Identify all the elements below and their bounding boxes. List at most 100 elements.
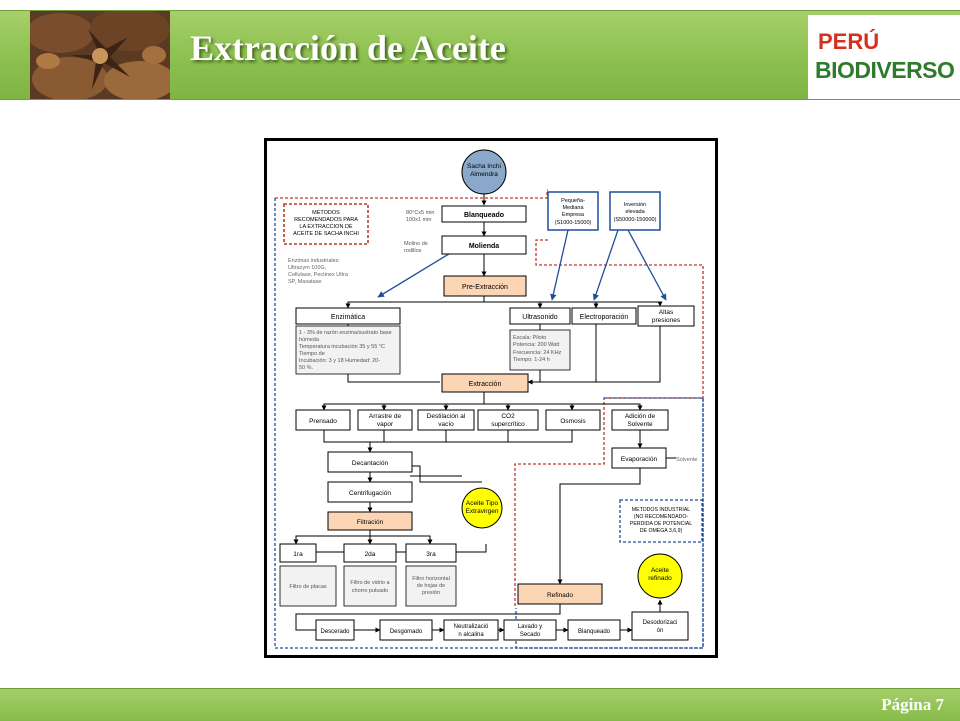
svg-text:Ultrazym 100G,: Ultrazym 100G, — [288, 265, 327, 271]
svg-text:Sacha Inchi: Sacha Inchi — [467, 163, 501, 170]
co2-box: CO2 supercrítico — [477, 409, 539, 431]
svg-text:Arrastre de: Arrastre de — [369, 413, 402, 420]
enzymatic-box: Enzimática — [295, 307, 401, 325]
oil-extraction-flowchart: Sacha Inchi Almendra Aceite Tipo Extravi… — [264, 138, 718, 658]
svg-text:Evaporación: Evaporación — [621, 456, 658, 463]
svg-text:presiones: presiones — [652, 317, 681, 324]
svg-text:presión: presión — [422, 590, 440, 596]
molienda-note-2: rodillos — [404, 248, 422, 254]
deodorization-box: Desodorizaci ón — [631, 611, 689, 641]
svg-text:ACEITE DE SACHA INCHI: ACEITE DE SACHA INCHI — [293, 231, 359, 237]
svg-text:Filtro horizontal: Filtro horizontal — [412, 576, 450, 582]
filter-3-note: Filtro horizontal de hojas de presión — [405, 565, 457, 607]
svg-text:Pre-Extracción: Pre-Extracción — [462, 284, 508, 291]
blanqueado-note: 80°Cx5 min — [406, 210, 435, 216]
refining-box: Refinado — [517, 583, 603, 605]
svg-text:Desgomado: Desgomado — [390, 629, 423, 635]
svg-text:Frecuencia: 24 KHz: Frecuencia: 24 KHz — [513, 350, 562, 356]
recommended-methods-note: METODOS RECOMENDADOS PARA LA EXTRACCION … — [283, 203, 369, 245]
pre-extraction-box: Pre-Extracción — [443, 275, 527, 297]
svg-text:Electroporación: Electroporación — [580, 314, 629, 321]
svg-text:Tiempo de: Tiempo de — [299, 351, 325, 357]
blanqueado-note-2: 100x1 min — [406, 217, 431, 223]
svg-text:elevada: elevada — [625, 209, 645, 215]
industrial-region — [274, 198, 704, 649]
svg-text:vapor: vapor — [377, 421, 394, 428]
svg-text:METODOS INDUSTRIAL: METODOS INDUSTRIAL — [632, 507, 691, 513]
svg-text:Destilación al: Destilación al — [427, 413, 466, 420]
svg-text:Aceite Tipo: Aceite Tipo — [466, 500, 499, 507]
high-investment-box: Inversión elevada (S50000-150000) — [609, 191, 661, 231]
svg-text:Tiempo: 1-24 h: Tiempo: 1-24 h — [513, 357, 550, 363]
svg-text:Descerado: Descerado — [320, 629, 350, 635]
high-pressure-box: Altas presiones — [637, 305, 695, 327]
dewaxing-box: Descerado — [315, 619, 355, 641]
svg-text:supercrítico: supercrítico — [491, 421, 525, 428]
svg-text:Neutralizació: Neutralizació — [454, 624, 489, 630]
header-banner: Extracción de Aceite PERÚ BIODIVERSO — [0, 10, 960, 100]
start-node: Sacha Inchi Almendra — [461, 149, 507, 195]
extra-virgin-oil-node: Aceite Tipo Extravirgen — [461, 487, 503, 529]
centrifugation-box: Centrifugación — [327, 481, 413, 503]
svg-text:ón: ón — [657, 628, 664, 634]
svg-text:Extracción: Extracción — [469, 381, 502, 388]
flow-lines — [293, 186, 676, 633]
peru-biodiverso-logo: PERÚ BIODIVERSO — [808, 15, 960, 99]
svg-text:Potencia: 200 Watt: Potencia: 200 Watt — [513, 342, 560, 348]
svg-text:PERDIDA DE POTENCIAL: PERDIDA DE POTENCIAL — [630, 521, 692, 527]
pressing-box: Prensado — [295, 409, 351, 431]
page-number: Página 7 — [881, 695, 944, 714]
svg-text:Inversión: Inversión — [624, 202, 646, 208]
svg-text:DE OMEGA 3,6,9): DE OMEGA 3,6,9) — [640, 528, 683, 534]
degumming-box: Desgomado — [379, 619, 433, 641]
svg-text:Incubación: 3 y 18 Humedad: 20: Incubación: 3 y 18 Humedad: 20- — [299, 358, 380, 364]
svg-text:(S50000-150000): (S50000-150000) — [614, 217, 657, 223]
vacuum-distillation-box: Destilación al vacío — [417, 409, 475, 431]
industrial-methods-note: METODOS INDUSTRIAL (NO RECOMENDADO- PERD… — [619, 499, 703, 543]
svg-text:Desodorizaci: Desodorizaci — [643, 620, 678, 626]
svg-text:de hojas de: de hojas de — [417, 583, 445, 589]
svg-text:n alcalina: n alcalina — [458, 632, 484, 638]
svg-text:Escala: Piloto: Escala: Piloto — [513, 335, 546, 341]
logo-text-peru: PERÚ — [818, 29, 880, 54]
svg-text:Enzimática: Enzimática — [331, 314, 365, 321]
svg-text:Extravirgen: Extravirgen — [466, 508, 499, 515]
svg-text:Osmosis: Osmosis — [560, 418, 586, 425]
blanqueado-box: Blanqueado — [441, 205, 527, 223]
filter-3-box: 3ra — [405, 543, 457, 563]
filtration-box: Filtración — [327, 511, 413, 531]
industrial-region-inner — [515, 397, 704, 649]
svg-text:1 - 3% de razón enzima/sustrat: 1 - 3% de razón enzima/sustrato base — [299, 330, 392, 336]
svg-text:Decantación: Decantación — [352, 460, 389, 467]
svg-text:Filtración: Filtración — [357, 519, 384, 526]
svg-text:Aceite: Aceite — [651, 567, 669, 574]
svg-text:Secado: Secado — [520, 632, 541, 638]
footer-bar: Página 7 — [0, 688, 960, 721]
svg-text:METODOS: METODOS — [312, 210, 340, 216]
svg-text:(S1000-15000): (S1000-15000) — [555, 220, 592, 226]
svg-text:Cellulase, Pectinex Ultra: Cellulase, Pectinex Ultra — [288, 272, 349, 278]
solvent-label: Solvente — [676, 457, 697, 463]
svg-text:Empresa: Empresa — [562, 212, 585, 218]
svg-text:Molienda: Molienda — [469, 243, 499, 250]
neutralization-box: Neutralizació n alcalina — [443, 619, 499, 641]
svg-text:RECOMENDADOS PARA: RECOMENDADOS PARA — [294, 217, 358, 223]
svg-text:Refinado: Refinado — [547, 592, 573, 599]
svg-text:Filtro de placas: Filtro de placas — [289, 584, 327, 590]
svg-text:3ra: 3ra — [426, 551, 436, 558]
evaporation-box: Evaporación — [611, 447, 667, 469]
svg-text:Pequeña-: Pequeña- — [561, 198, 585, 204]
svg-text:CO2: CO2 — [501, 413, 515, 420]
logo-text-biodiverso: BIODIVERSO — [815, 57, 955, 83]
svg-text:Solvente: Solvente — [627, 421, 653, 428]
svg-text:LA EXTRACCION DE: LA EXTRACCION DE — [299, 224, 353, 230]
svg-text:SP, Maxatase: SP, Maxatase — [288, 279, 322, 285]
svg-text:2da: 2da — [365, 551, 376, 558]
molienda-box: Molienda — [441, 235, 527, 255]
svg-text:Blanqueado: Blanqueado — [578, 629, 611, 635]
filter-2-box: 2da — [343, 543, 397, 563]
enzymatic-note: 1 - 3% de razón enzima/sustrato base húm… — [295, 325, 401, 375]
molienda-note: Molino de — [404, 241, 428, 247]
ultrasound-note: Escala: Piloto Potencia: 200 Watt Frecue… — [509, 329, 571, 371]
svg-text:Ultrasonido: Ultrasonido — [522, 314, 558, 321]
